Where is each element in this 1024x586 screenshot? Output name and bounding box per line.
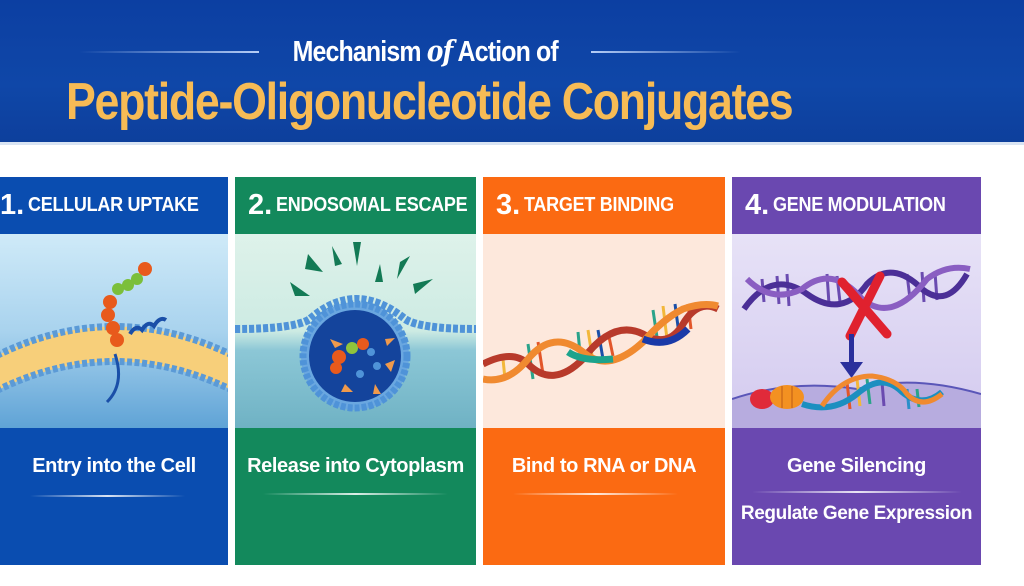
endosome-burst-icon [235, 234, 476, 428]
step-number: 1. [0, 189, 25, 221]
step-footer: Bind to RNA or DNA [483, 428, 725, 565]
step-card-target-binding: 3. TARGET BINDING Bind [483, 177, 725, 565]
step-card-gene-modulation: 4. GENE MODULATION [732, 177, 981, 565]
step-header: 3. TARGET BINDING [483, 177, 725, 234]
step-description: Bind to RNA or DNA [511, 455, 697, 477]
decorative-rule [591, 50, 742, 53]
subtitle-row: Mechanism of Action of [0, 34, 820, 69]
step-label: GENE MODULATION [773, 194, 946, 216]
step-number: 3. [496, 189, 521, 221]
step-footer: Release into Cytoplasm [235, 428, 476, 565]
step-card-cellular-uptake: 1. CELLULAR UPTAKE Entry into the Cell [0, 177, 228, 565]
decorative-rule [263, 493, 448, 495]
step-description: Entry into the Cell [32, 455, 196, 477]
step-number: 2. [248, 189, 273, 221]
subtitle-text: Mechanism [292, 36, 427, 68]
decorative-rule [513, 493, 678, 495]
step-description: Release into Cytoplasm [247, 455, 464, 477]
gene-silencing-icon [732, 234, 981, 428]
step-description: Gene Silencing [787, 455, 926, 477]
step-card-endosomal-escape: 2. ENDOSOMAL ESCAPE [235, 177, 476, 565]
decorative-rule [752, 491, 962, 493]
step-label: TARGET BINDING [524, 194, 675, 216]
step-header: 2. ENDOSOMAL ESCAPE [235, 177, 476, 234]
step-label: CELLULAR UPTAKE [28, 194, 199, 216]
subtitle-text-end: Action of [452, 36, 558, 68]
dna-helix-icon [483, 234, 725, 428]
banner-divider [0, 142, 1024, 145]
decorative-rule [78, 50, 259, 53]
step-header: 4. GENE MODULATION [732, 177, 981, 234]
page-title: Peptide-Oligonucleotide Conjugates [66, 73, 794, 131]
decorative-rule [30, 495, 185, 497]
subtitle-of: of [426, 34, 454, 68]
step-footer: Entry into the Cell [0, 428, 228, 565]
step-number: 4. [745, 189, 770, 221]
membrane-peptide-icon [0, 234, 228, 428]
step-description-secondary: Regulate Gene Expression [740, 503, 973, 524]
step-header: 1. CELLULAR UPTAKE [0, 177, 228, 234]
step-footer: Gene Silencing Regulate Gene Expression [732, 428, 981, 565]
subtitle: Mechanism of Action of [292, 34, 558, 69]
header-banner: Mechanism of Action of Peptide-Oligonucl… [0, 0, 1024, 142]
step-label: ENDOSOMAL ESCAPE [276, 194, 468, 216]
